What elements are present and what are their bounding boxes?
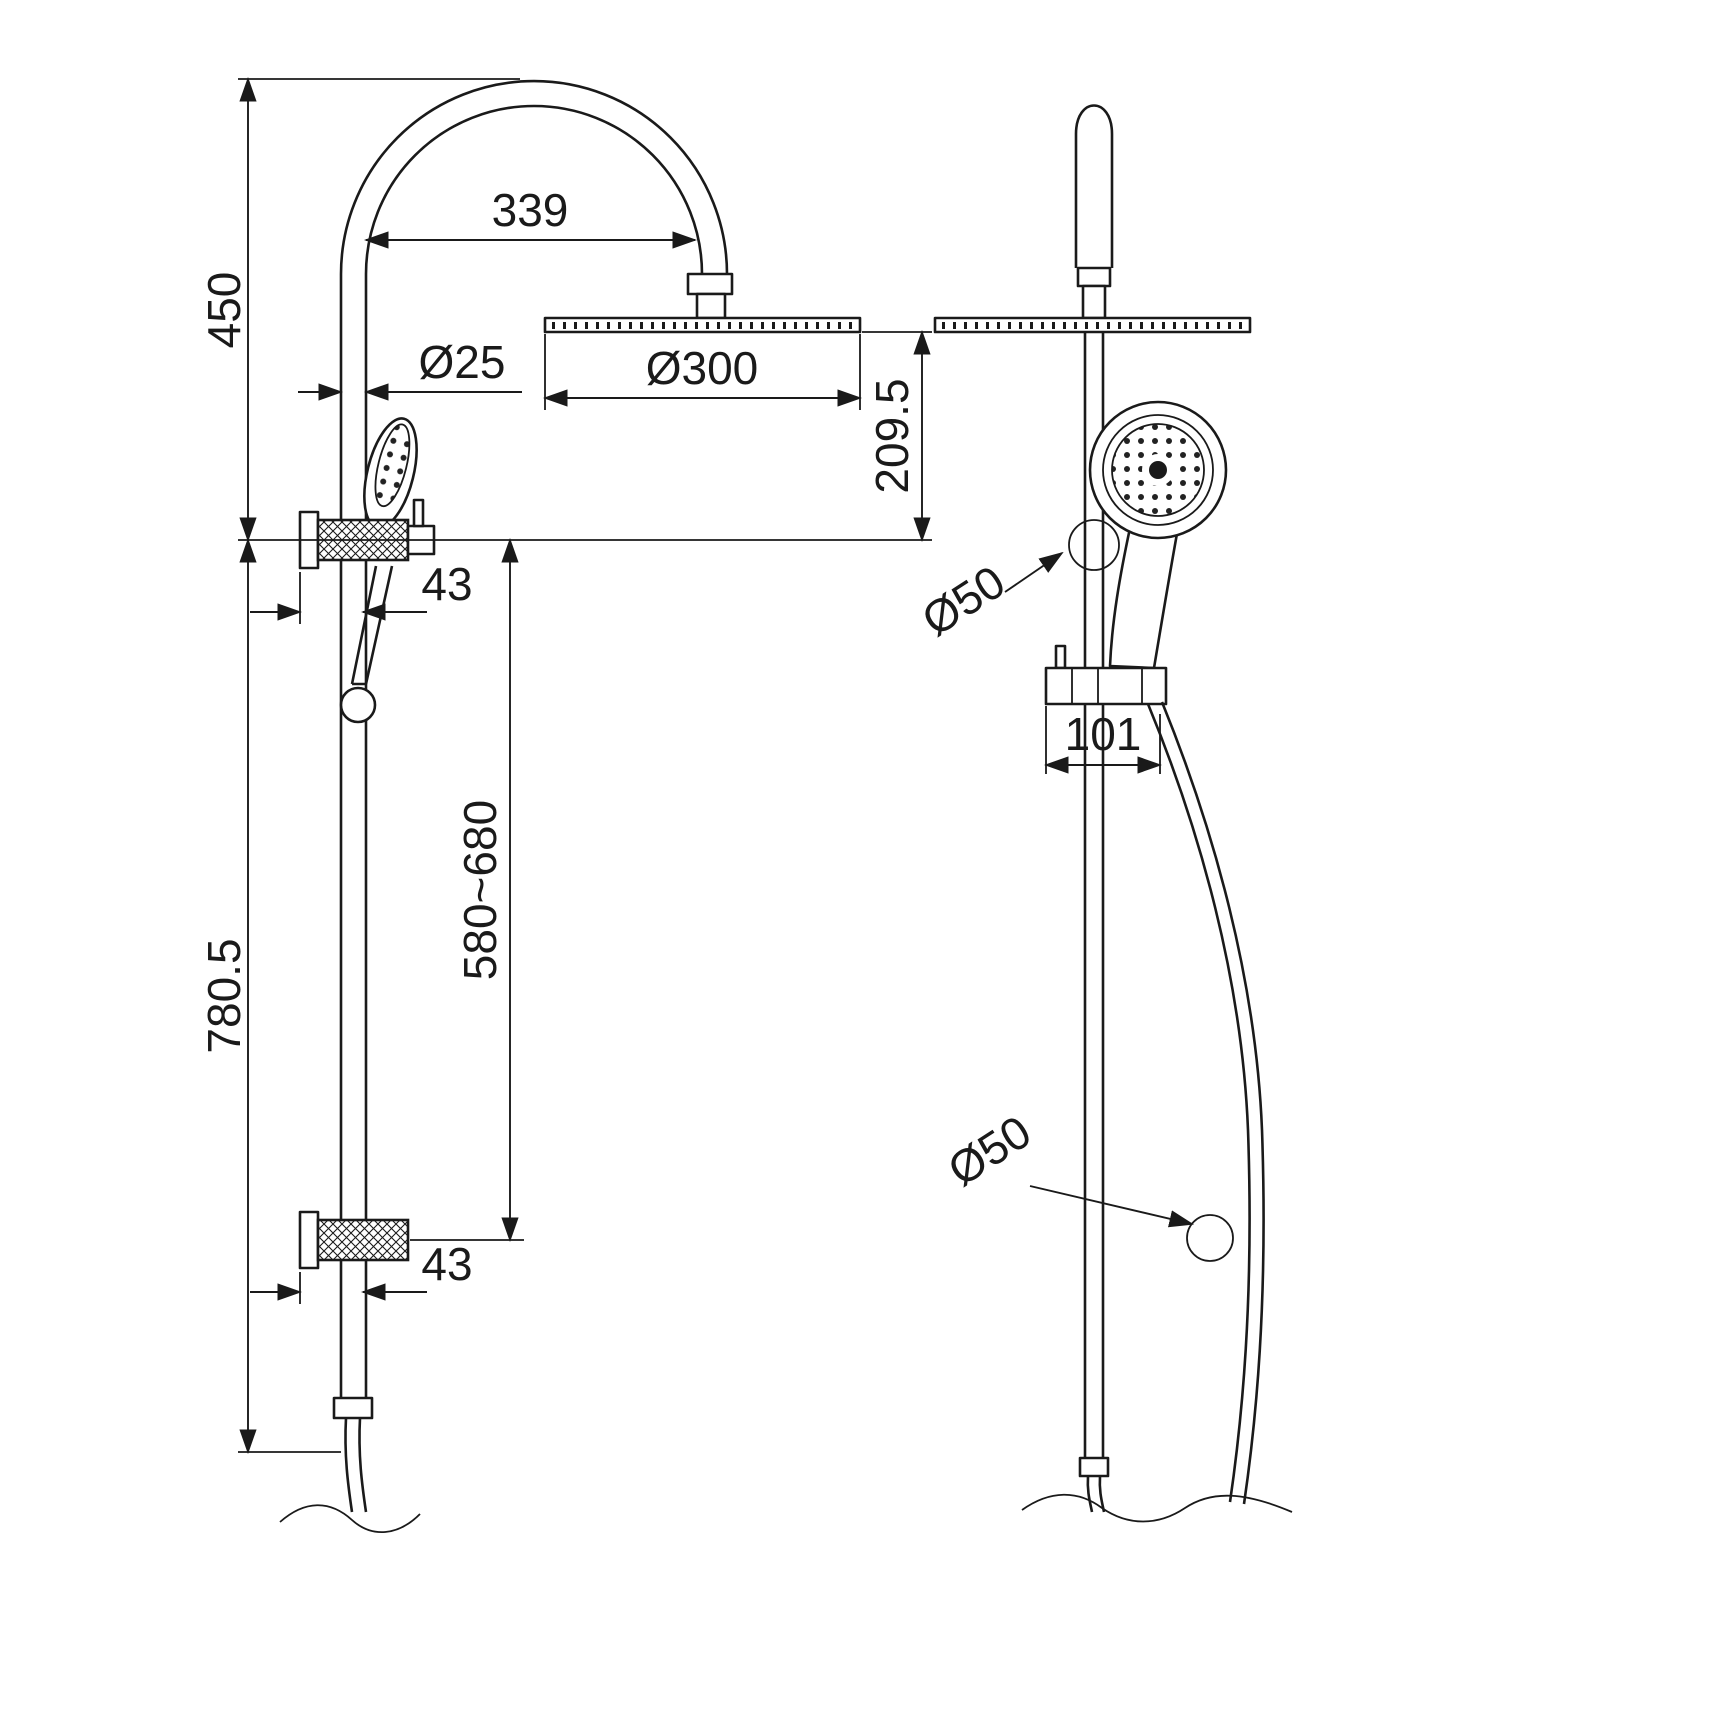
head-connector-front-stem — [1081, 284, 1107, 320]
riser-pipe — [339, 274, 368, 1398]
dim-dia50-upper-label: Ø50 — [913, 555, 1014, 646]
hose-stub-side — [344, 1417, 368, 1513]
hose-connector-side — [332, 1396, 374, 1420]
dim-43-bottom-label: 43 — [421, 1238, 472, 1290]
gooseneck-front — [1074, 104, 1114, 268]
leader-dia50-upper — [1004, 551, 1064, 593]
hose-connector-front — [1078, 1456, 1110, 1478]
front-view — [933, 104, 1293, 1523]
slider-knob-side — [339, 686, 377, 724]
lower-bracket-knurled-grip — [316, 1218, 410, 1262]
dim-dia25-label: Ø25 — [419, 336, 506, 388]
handshower-side — [363, 417, 418, 529]
ground-break-line-right — [1021, 1493, 1293, 1523]
rain-head-front — [933, 316, 1252, 334]
side-view — [279, 79, 862, 1533]
dim-43-top-label: 43 — [421, 558, 472, 610]
handshower-center-dot — [1149, 461, 1167, 479]
dim-101-label: 101 — [1065, 708, 1142, 760]
upper-bracket-pin — [412, 498, 425, 528]
riser-pipe-front — [1083, 332, 1105, 1458]
hose-outer-line — [1146, 703, 1251, 1503]
bracket-front — [1044, 666, 1168, 706]
leader-dia50-lower — [1029, 1185, 1195, 1228]
dim-339-label: 339 — [492, 184, 569, 236]
bracket-front-details — [1071, 668, 1143, 704]
holder-ring-upper — [1068, 519, 1120, 571]
lower-bracket-wall-flange — [298, 1210, 320, 1270]
head-connector-front-nut — [1076, 266, 1112, 288]
bracket-pin-front — [1054, 644, 1067, 670]
handshower-handle-side — [350, 565, 394, 686]
rain-head-side — [543, 316, 862, 334]
ground-break-line-left — [279, 1504, 421, 1533]
dim-dia300-label: Ø300 — [646, 342, 759, 394]
handshower-handle-front — [1108, 526, 1180, 670]
head-connector-stem — [695, 292, 727, 320]
head-connector-nut — [686, 272, 734, 296]
hose-ring-lower — [1186, 1214, 1234, 1262]
hose-inner-line — [1160, 701, 1265, 1505]
dim-450-label: 450 — [198, 272, 250, 349]
dim-dia50-lower-label: Ø50 — [939, 1105, 1040, 1196]
gooseneck-inner-arc — [364, 104, 704, 275]
dim-780-5-label: 780.5 — [198, 938, 250, 1053]
handshower-head-ring — [1102, 414, 1214, 526]
dim-580-680-label: 580~680 — [454, 800, 506, 980]
dim-209-5-label: 209.5 — [866, 378, 918, 493]
gooseneck-outer-arc — [339, 79, 729, 275]
